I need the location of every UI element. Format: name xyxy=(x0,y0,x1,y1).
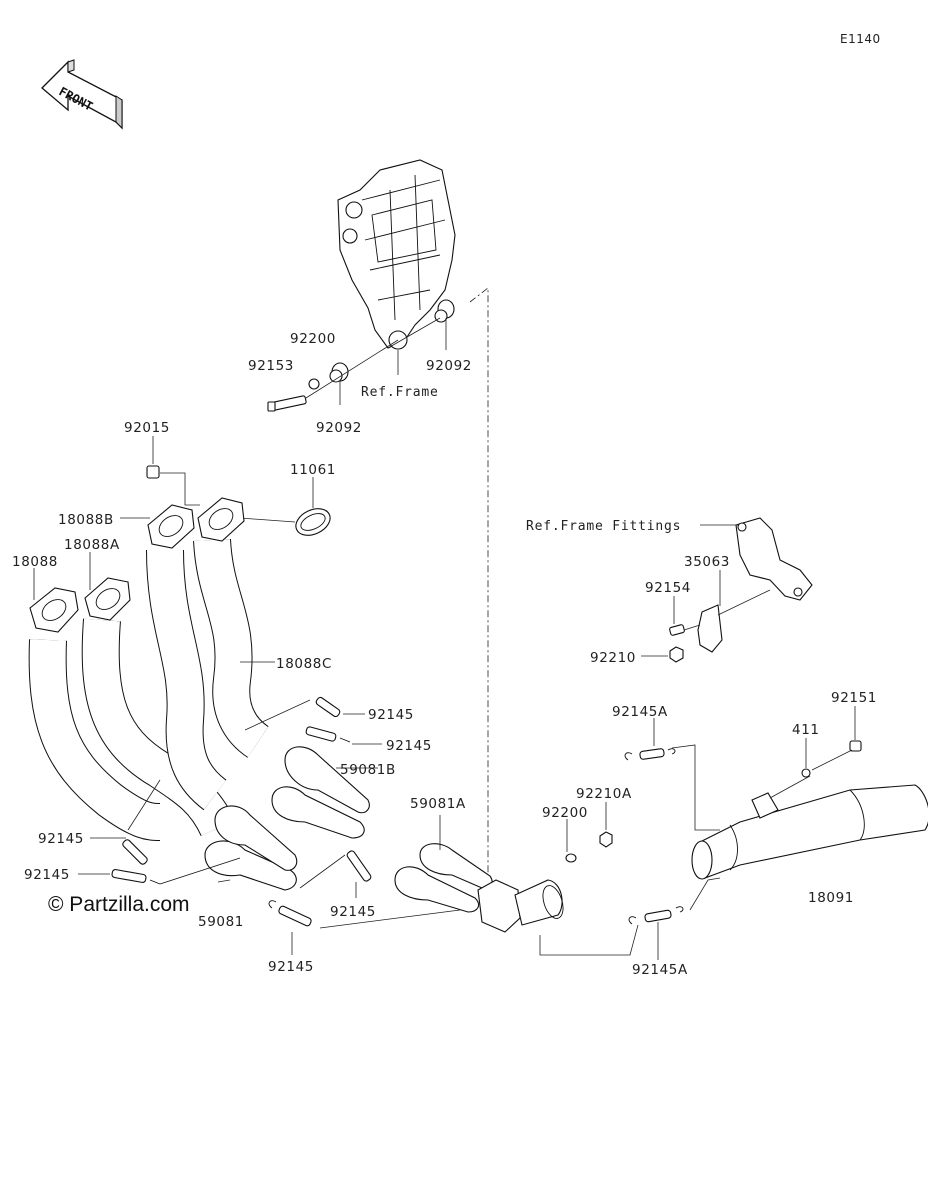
spring-92145-d xyxy=(111,857,241,885)
label-92145-e: 92145 xyxy=(330,904,376,920)
collector-59081 xyxy=(204,805,298,891)
label-18088B: 18088B xyxy=(58,512,114,528)
washer-92200 xyxy=(308,378,320,390)
frame-fittings-bracket xyxy=(735,517,813,601)
label-92145-f: 92145 xyxy=(268,959,314,975)
spring-92145-c xyxy=(122,839,148,865)
label-ref-frame: Ref.Frame xyxy=(361,385,439,400)
label-92145-b: 92145 xyxy=(386,738,432,754)
bolt-92154 xyxy=(669,624,685,636)
nut-92210A xyxy=(599,831,613,848)
label-411: 411 xyxy=(792,722,820,738)
washer-411 xyxy=(801,768,811,778)
label-59081: 59081 xyxy=(198,914,244,930)
label-92154: 92154 xyxy=(645,580,691,596)
spring-92145-f xyxy=(268,900,312,927)
spring-92145-e xyxy=(346,850,372,882)
label-92145-c: 92145 xyxy=(38,831,84,847)
label-92200-mid: 92200 xyxy=(542,805,588,821)
label-59081A: 59081A xyxy=(410,796,466,812)
label-18091: 18091 xyxy=(808,890,854,906)
spring-92145-a xyxy=(315,696,341,718)
nut-92210 xyxy=(669,646,684,663)
bracket-35063 xyxy=(697,604,723,653)
header-pipes xyxy=(28,538,270,841)
label-92145-a: 92145 xyxy=(368,707,414,723)
diagram-code: E1140 xyxy=(840,32,881,46)
catalyst-joint xyxy=(477,879,564,933)
label-92015: 92015 xyxy=(124,420,170,436)
spring-92145-b xyxy=(305,726,351,743)
label-92092-left: 92092 xyxy=(316,420,362,436)
watermark: © Partzilla.com xyxy=(48,893,190,916)
flange-18088 xyxy=(29,587,79,633)
label-92145A-top: 92145A xyxy=(612,704,668,720)
label-92210: 92210 xyxy=(590,650,636,666)
label-92153: 92153 xyxy=(248,358,294,374)
label-92092-right: 92092 xyxy=(426,358,472,374)
nut-92015 xyxy=(146,465,160,479)
flange-18088C xyxy=(197,497,245,542)
flange-18088A xyxy=(84,577,131,621)
collector-59081B xyxy=(271,746,370,839)
muffler-18091 xyxy=(691,784,928,880)
label-ref-frame-fittings: Ref.Frame Fittings xyxy=(526,519,681,534)
gasket-11061 xyxy=(295,508,331,536)
front-arrow-icon: FRONT xyxy=(41,59,123,130)
collar-92092-left xyxy=(329,362,349,383)
spring-92145A-bottom xyxy=(628,906,684,925)
label-18088A: 18088A xyxy=(64,537,120,553)
bolt-92151 xyxy=(849,740,862,752)
collector-59081A xyxy=(394,843,493,913)
collar-92092-right xyxy=(434,299,455,323)
flange-18088B xyxy=(147,504,195,549)
washer-92200-mid xyxy=(565,853,577,863)
label-59081B: 59081B xyxy=(340,762,396,778)
label-92145A-bottom: 92145A xyxy=(632,962,688,978)
label-18088: 18088 xyxy=(12,554,58,570)
label-11061: 11061 xyxy=(290,462,336,478)
label-35063: 35063 xyxy=(684,554,730,570)
center-dash-line xyxy=(469,287,489,880)
label-92145-d: 92145 xyxy=(24,867,70,883)
label-92200-top: 92200 xyxy=(290,331,336,347)
bolt-92153 xyxy=(267,395,307,412)
label-92151: 92151 xyxy=(831,690,877,706)
label-92210A: 92210A xyxy=(576,786,632,802)
spring-92145A-top xyxy=(624,748,676,761)
label-18088C: 18088C xyxy=(276,656,332,672)
